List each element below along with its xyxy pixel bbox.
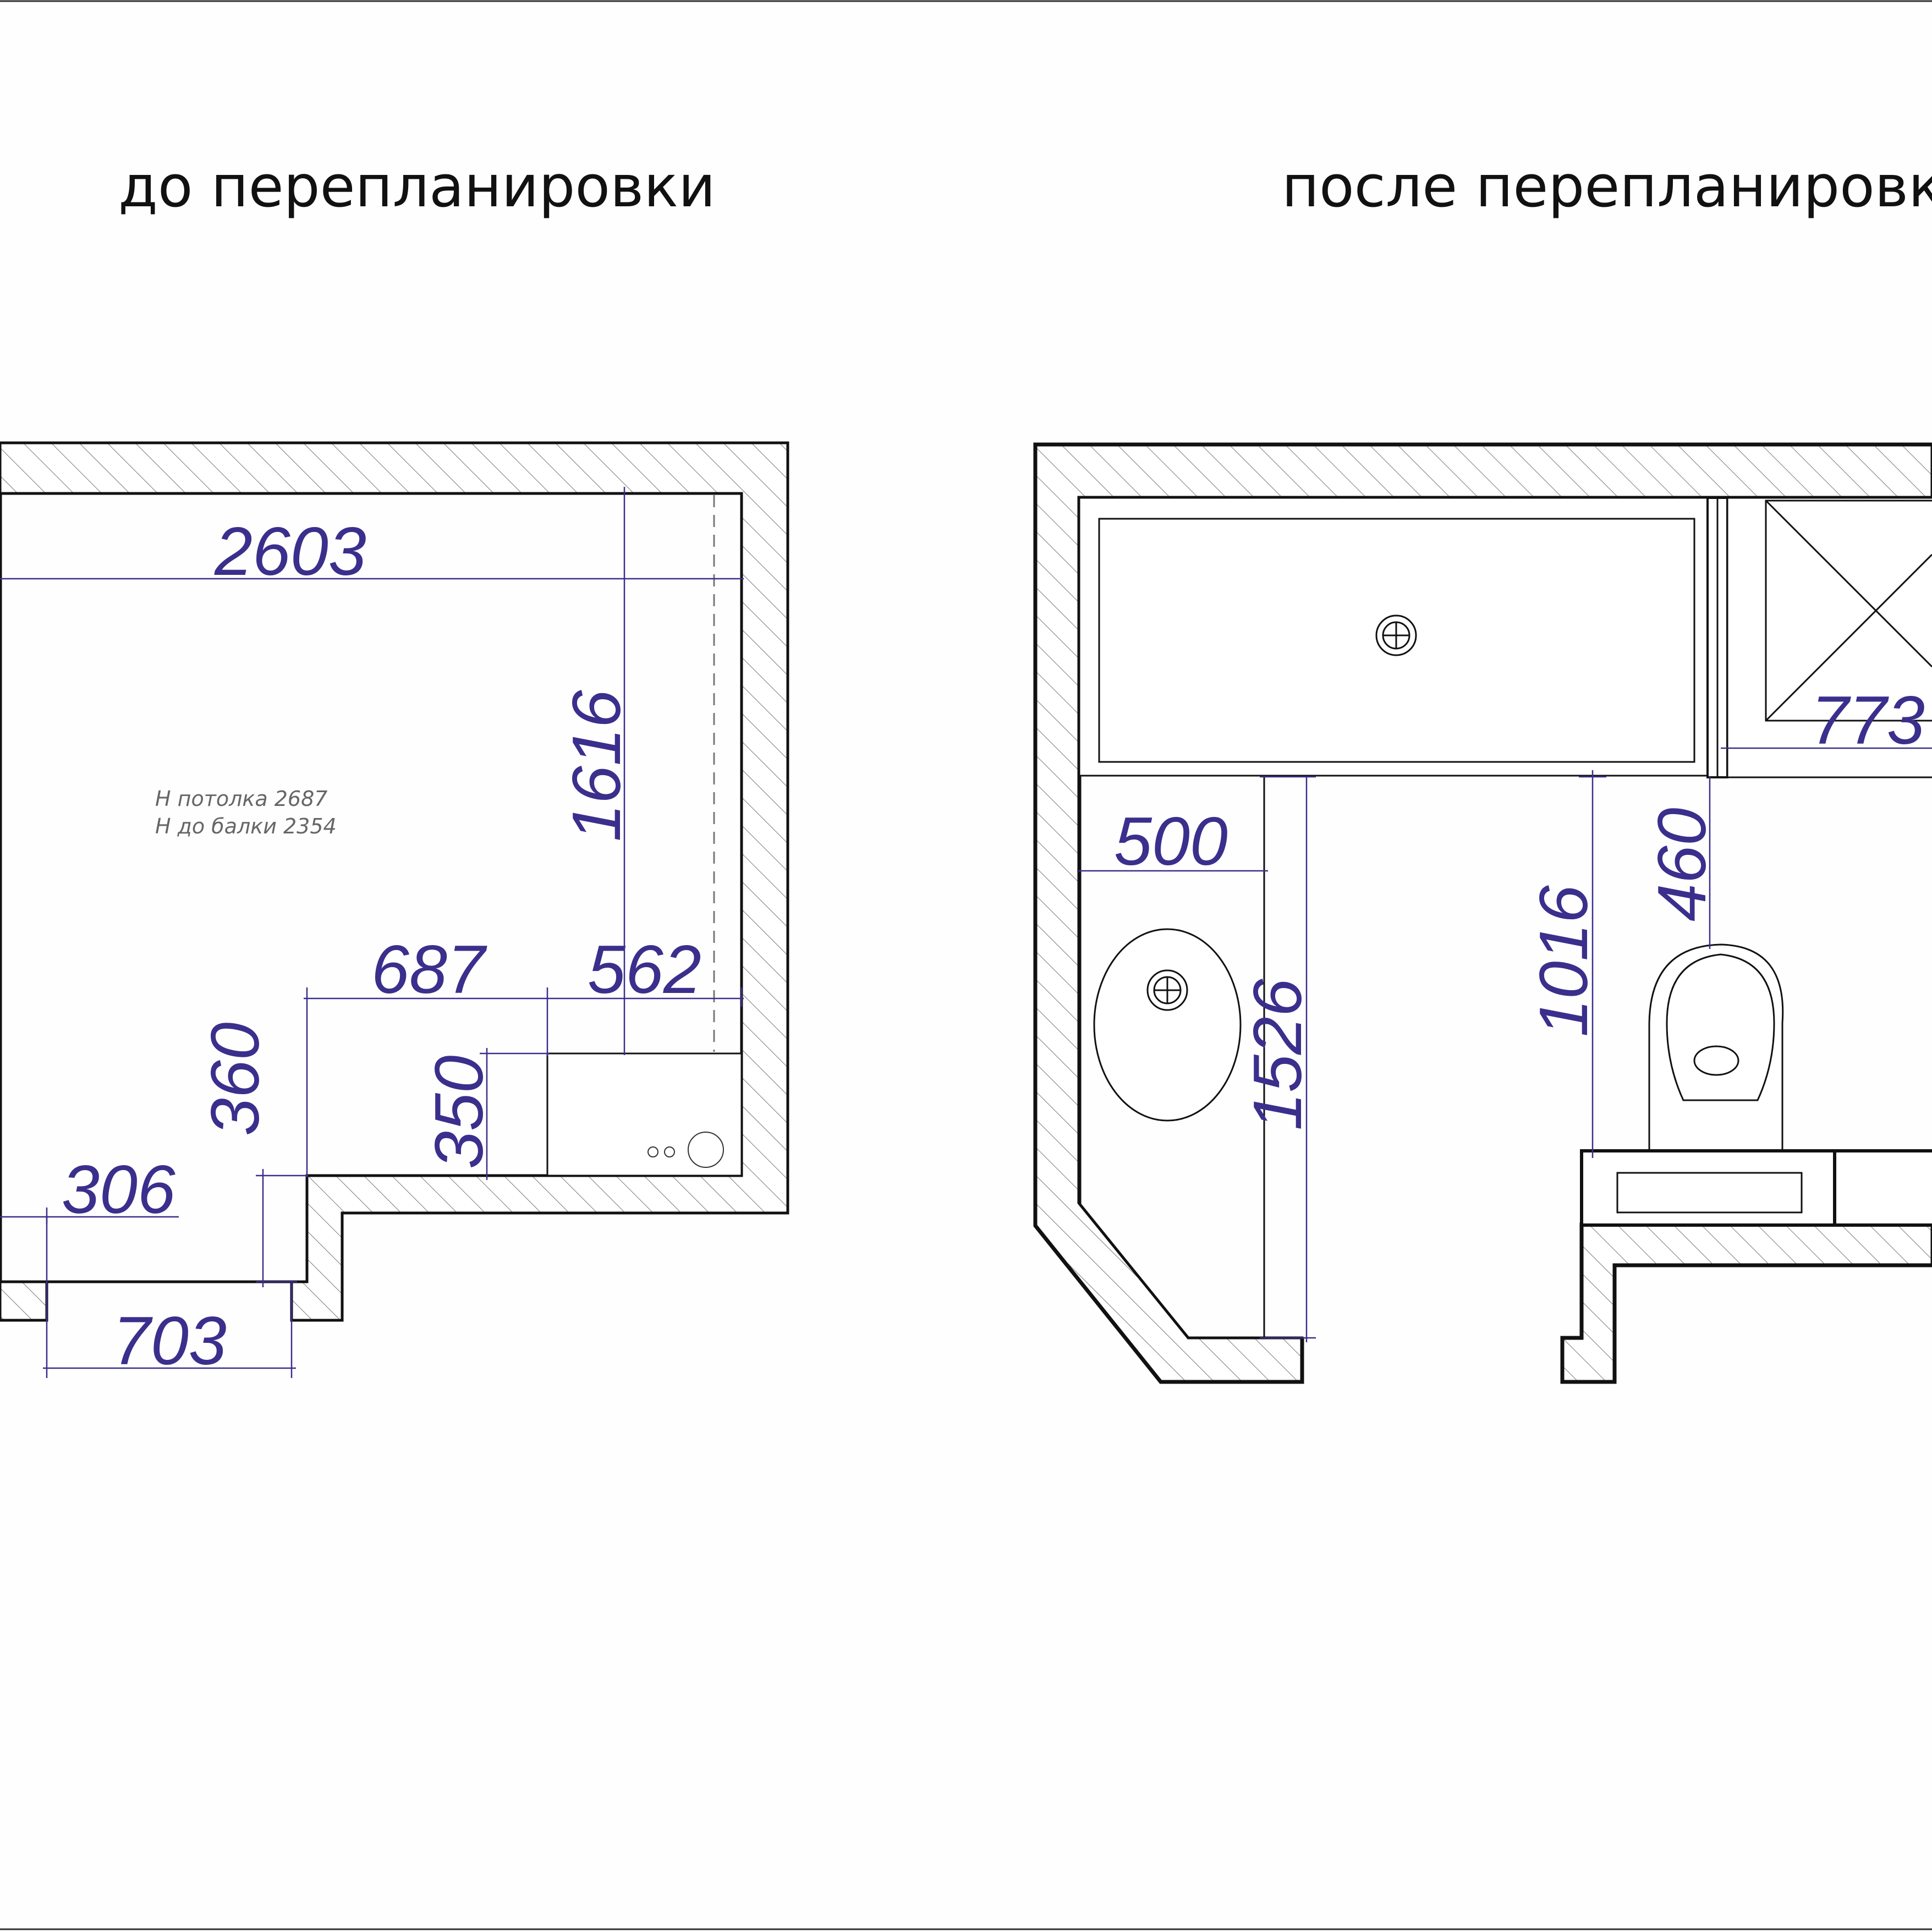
title-before: до перепланировки — [118, 153, 716, 220]
dim-1616: 1616 — [559, 690, 635, 842]
after-plan: 773 500 1526 1016 460 — [1033, 442, 1932, 1384]
appliance-knob-1 — [647, 1146, 658, 1157]
toilet-bowl — [1666, 953, 1775, 1101]
note-beam-height: Н до балки 2354 — [155, 814, 337, 838]
dim-562: 562 — [588, 932, 701, 1008]
dim-500: 500 — [1114, 804, 1228, 880]
dim-773: 773 — [1811, 683, 1925, 759]
appliance-dial — [688, 1132, 724, 1168]
sink-basin — [1093, 928, 1242, 1122]
shower-tray — [1765, 500, 1932, 722]
after-wall-bottom-right — [1561, 1223, 1932, 1384]
dim-306: 306 — [62, 1152, 175, 1228]
after-outline-outer — [1033, 442, 1932, 1384]
installation-box-2 — [1833, 1149, 1932, 1227]
dim-360: 360 — [197, 1022, 273, 1136]
shower-cabin — [1726, 497, 1932, 778]
appliance-block — [546, 1052, 743, 1177]
after-outline-right — [1560, 1222, 1932, 1384]
shower-diagonal-1 — [1765, 500, 1932, 668]
installation-panel — [1616, 1172, 1803, 1214]
dim-460: 460 — [1644, 808, 1720, 921]
appliance-knob-2 — [664, 1146, 675, 1157]
dim-2603: 2603 — [214, 514, 366, 590]
dim-350: 350 — [421, 1055, 497, 1169]
dim-703: 703 — [113, 1303, 227, 1379]
note-ceiling-height: Н потолка 2687 — [155, 787, 327, 811]
shower-diagonal-2 — [1765, 553, 1932, 722]
dim-1016: 1016 — [1526, 885, 1602, 1037]
dim-1526: 1526 — [1240, 979, 1316, 1130]
title-after: после перепланировки — [1282, 153, 1932, 220]
dim-687: 687 — [371, 932, 487, 1008]
before-plan: 2603 1616 687 562 360 350 306 703 Н пото… — [0, 441, 789, 1379]
toilet-seat-hole — [1693, 1045, 1739, 1076]
